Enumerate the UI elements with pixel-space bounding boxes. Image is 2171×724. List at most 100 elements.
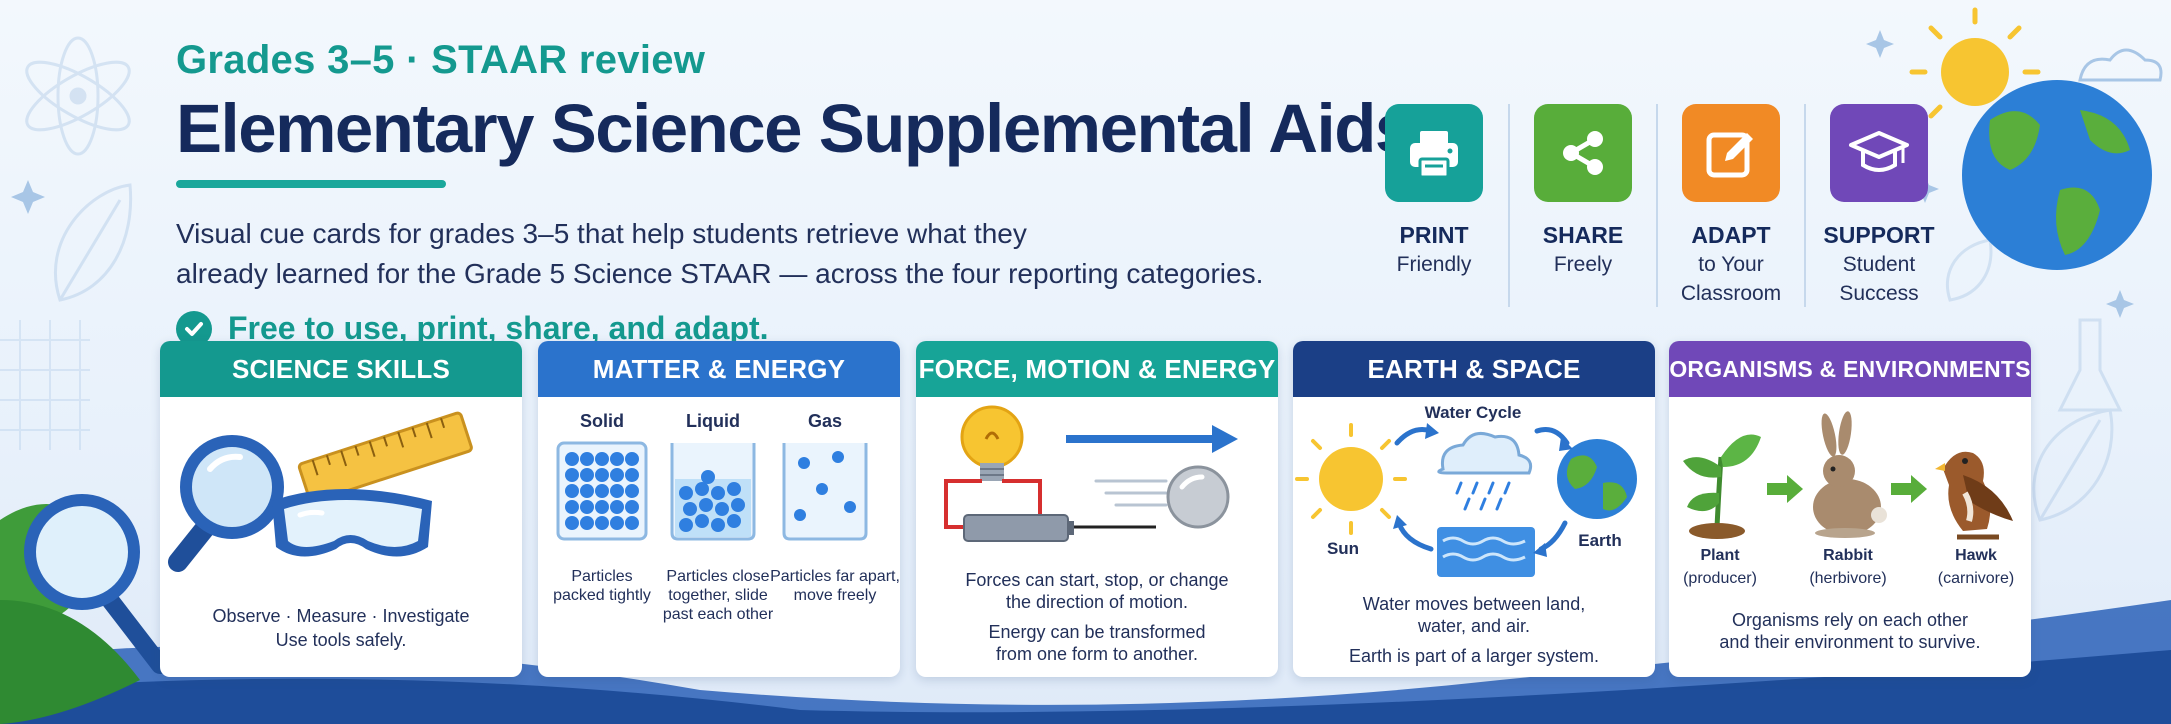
liquid-particle [695, 482, 709, 496]
feature-title: PRINT [1399, 222, 1469, 248]
feature-subtitle: Freely [1553, 253, 1613, 276]
solid-particle [595, 500, 609, 514]
solid-particle [625, 452, 639, 466]
label-plant-role: (producer) [1683, 570, 1757, 587]
title-underline [176, 180, 446, 188]
liquid-desc-line: past each other [662, 606, 774, 623]
liquid-particle [727, 482, 741, 496]
motion-arrow-icon [1066, 425, 1238, 453]
header: Grades 3–5 · STAAR review Elementary Sci… [176, 38, 1413, 347]
feature-title: SUPPORT [1823, 222, 1935, 248]
card-text-line-2: and their environment to survive. [1719, 632, 1981, 652]
magnifying-glass-icon [168, 435, 284, 572]
card-body: Plant (producer) Rabbit (herbivore) Hawk… [1669, 397, 2031, 677]
page-title: Elementary Science Supplemental Aids [176, 90, 1413, 167]
graduation-cap-icon [1830, 104, 1928, 202]
label-rabbit-role: (herbivore) [1809, 570, 1887, 587]
solid-description: Particles packed tightly [542, 567, 662, 605]
card-text-line-2: Use tools safely. [275, 630, 407, 650]
feature-title: SHARE [1542, 222, 1624, 248]
liquid-particle [731, 498, 745, 512]
feature-subtitle-2: Success [1839, 282, 1919, 305]
card-text-line-1: Organisms rely on each other [1731, 610, 1969, 630]
solid-particle [595, 468, 609, 482]
solid-particle [610, 500, 624, 514]
description-line-1: Visual cue cards for grades 3–5 that hel… [176, 218, 1027, 249]
liquid-particle [679, 486, 693, 500]
card-text-line-2: water, and air. [1417, 616, 1531, 636]
description-line-2: already learned for the Grade 5 Science … [176, 258, 1264, 289]
ball-icon [1166, 465, 1230, 529]
liquid-particle [701, 470, 715, 484]
feature-subtitle: Friendly [1396, 253, 1472, 276]
gas-desc-line: move freely [793, 587, 877, 604]
liquid-particle [679, 518, 693, 532]
label-plant: Plant [1700, 547, 1740, 564]
ruler-icon [297, 411, 473, 504]
solid-particle [595, 484, 609, 498]
liquid-particle [699, 498, 713, 512]
feature-adapt: ADAPT to Your Classroom [1656, 104, 1804, 307]
label-solid: Solid [580, 411, 624, 431]
battery-icon [963, 514, 1074, 542]
label-rabbit: Rabbit [1823, 547, 1873, 564]
liquid-particle [683, 502, 697, 516]
card-body: Observe · Measure · Investigate Use tool… [160, 397, 522, 677]
arrow-right-icon [1891, 475, 1927, 503]
solid-particle [565, 516, 579, 530]
card-title: MATTER & ENERGY [538, 341, 900, 397]
share-icon [1534, 104, 1632, 202]
card-earth-space: EARTH & SPACE [1293, 341, 1655, 677]
solid-particle [595, 452, 609, 466]
liquid-particle [715, 502, 729, 516]
solid-particle [610, 484, 624, 498]
edit-icon [1682, 104, 1780, 202]
label-hawk: Hawk [1955, 547, 1997, 564]
science-tools-illustration [168, 411, 473, 572]
states-of-matter-illustration [556, 441, 868, 541]
free-text: Free to use, print, share, and adapt. [228, 310, 769, 346]
description: Visual cue cards for grades 3–5 that hel… [176, 214, 1336, 294]
feature-print: PRINT Friendly [1360, 104, 1508, 307]
card-matter-energy: MATTER & ENERGY [538, 341, 900, 677]
card-text-line-3: Energy can be transformed [988, 622, 1206, 642]
sun-icon [1295, 423, 1407, 535]
liquid-particle [695, 514, 709, 528]
card-science-skills: SCIENCE SKILLS [160, 341, 522, 677]
solid-particle [565, 484, 579, 498]
card-text-line-2: the direction of motion. [1005, 592, 1189, 612]
solid-particle [565, 468, 579, 482]
free-banner: Free to use, print, share, and adapt. [176, 310, 1336, 347]
gas-description: Particles far apart, move freely [770, 567, 900, 605]
card-body: Solid Liquid Gas Particles packed tightl… [538, 397, 900, 677]
printer-icon [1385, 104, 1483, 202]
card-organisms-environments: ORGANISMS & ENVIRONMENTS [1669, 341, 2031, 677]
solid-particle [610, 468, 624, 482]
solid-particle [580, 468, 594, 482]
beaker-liquid-icon [670, 443, 756, 541]
feature-support: SUPPORT Student Success [1804, 104, 1952, 307]
beaker-solid-icon [556, 441, 648, 541]
feature-badges: PRINT Friendly SHARE Freely ADAPT to You… [1360, 104, 1952, 307]
card-text-line-3: Earth is part of a larger system. [1348, 646, 1600, 666]
water-cycle-illustration [1295, 423, 1637, 577]
liquid-particle [711, 518, 725, 532]
label-gas: Gas [807, 411, 843, 431]
liquid-particle [711, 486, 725, 500]
card-text-line-1: Water moves between land, [1362, 594, 1586, 614]
rabbit-icon [1813, 411, 1887, 538]
liquid-description: Particles close together, slide past eac… [658, 567, 778, 624]
card-body: Water Cycle Sun Earth Water moves betwee… [1293, 397, 1655, 677]
label-liquid: Liquid [686, 411, 740, 431]
solid-particle [625, 516, 639, 530]
earth-globe-icon [1557, 439, 1637, 519]
feature-subtitle: to Your [1698, 253, 1764, 276]
check-circle-icon [176, 310, 212, 347]
card-force-motion-energy: FORCE, MOTION & ENERGY [916, 341, 1278, 677]
card-title: EARTH & SPACE [1293, 341, 1655, 397]
card-title: FORCE, MOTION & ENERGY [916, 341, 1278, 397]
liquid-desc-line: together, slide [668, 587, 768, 604]
solid-particle [565, 500, 579, 514]
label-sun: Sun [1326, 539, 1360, 558]
solid-particle [625, 500, 639, 514]
